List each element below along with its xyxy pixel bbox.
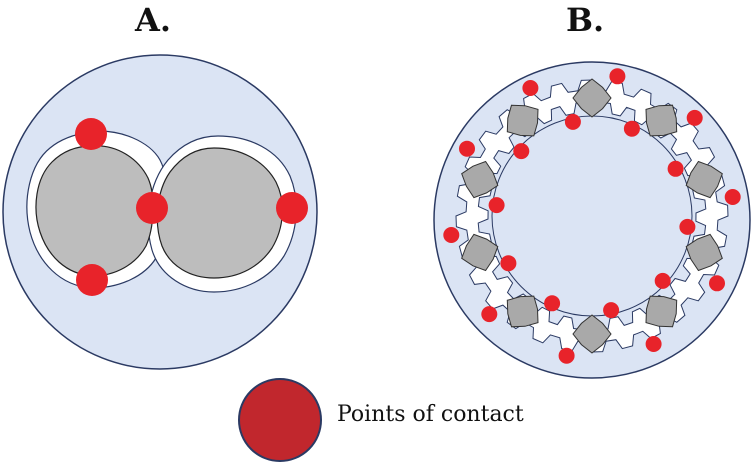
panel-b-contact-point [558, 347, 575, 364]
panel-b-contact-point [522, 80, 539, 96]
panel-b-contact-point [459, 140, 475, 157]
panel-b-cell [572, 314, 612, 354]
panel-a-label: A. [135, 1, 171, 39]
legend [238, 378, 322, 462]
panel-b-label: B. [566, 1, 605, 39]
panel-b-contact-point [603, 302, 620, 319]
legend-contact-icon [238, 378, 322, 462]
panel-b-contact-point [724, 189, 741, 205]
panel-a-contact-point-top [75, 118, 107, 150]
panel-b-contact-point [623, 120, 640, 137]
panel-b-contact-point [654, 272, 671, 289]
panel-b-cell [506, 295, 539, 328]
panel-b-contact-points [443, 68, 741, 364]
panel-a [2, 54, 318, 370]
panel-b-cell [461, 160, 499, 199]
panel-b-contact-point [679, 218, 696, 235]
panel-a-contact-point-bottom [76, 264, 108, 296]
panel-b-cell [685, 160, 723, 199]
panel-b-contact-point [488, 197, 505, 214]
legend-label: Points of contact [337, 402, 524, 427]
panel-a-left-cell [35, 145, 154, 277]
panel-b-contact-point [645, 336, 662, 352]
panel-b-cell [572, 78, 612, 118]
panel-b-contact-point [686, 109, 703, 126]
panel-b-cell [645, 104, 678, 137]
panel-b [433, 61, 751, 379]
panel-b-cell [506, 104, 539, 137]
panel-a-right-cell [156, 147, 283, 279]
panel-a-contact-point-middle [136, 192, 168, 224]
panel-b-contact-point [564, 113, 581, 130]
panel-b-contact-point [709, 275, 725, 292]
panel-b-contact-point [513, 143, 530, 160]
panel-b-cell [461, 233, 499, 272]
panel-b-cell [685, 233, 723, 272]
panel-b-contact-point [443, 227, 460, 243]
panel-b-contact-point [500, 255, 517, 272]
panel-a-contact-point-right [276, 192, 308, 224]
panel-b-cells [461, 78, 723, 354]
panel-b-contact-point [544, 295, 561, 312]
panel-b-contact-point [667, 160, 684, 177]
panel-b-cell [645, 295, 678, 328]
panel-b-contact-point [609, 68, 626, 85]
panel-b-contact-point [481, 306, 498, 323]
